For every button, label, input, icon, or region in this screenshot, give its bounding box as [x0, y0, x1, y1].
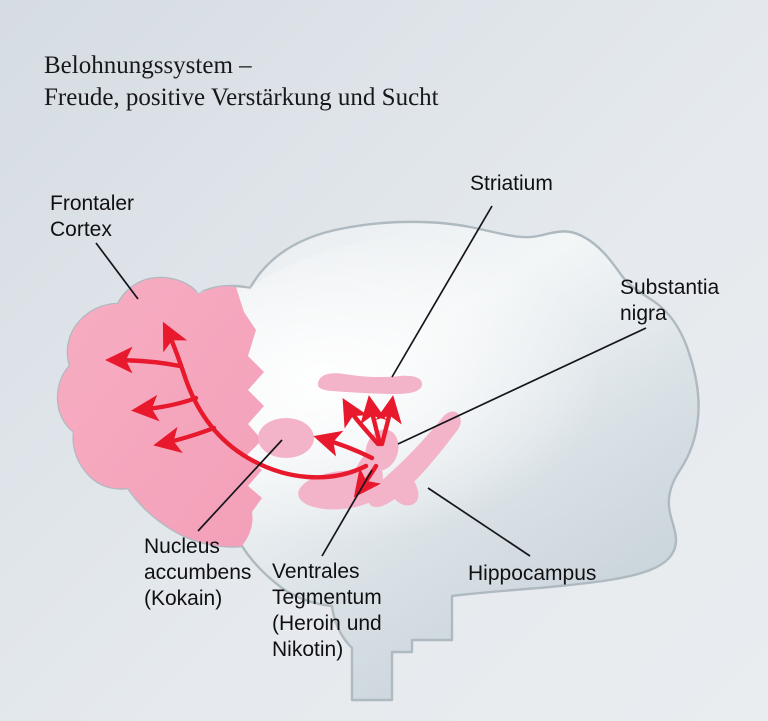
leader-lines [95, 205, 647, 557]
pathway-vta-to-accumbens [313, 430, 375, 461]
frontal-cortex-region [58, 278, 264, 547]
pathway-sn-to-striatum-right [375, 395, 402, 447]
label-substantia-nigra-line-1: Substantia [620, 276, 720, 299]
pathway-vta-to-cortex-trunk [162, 321, 369, 480]
leader-ventrales-tegmentum [321, 469, 373, 557]
pathway-cortex-branch-upper [105, 346, 183, 374]
dopamine-pathways [105, 321, 402, 498]
anatomy-labels: Frontaler Cortex Striatium Substantia ni… [50, 172, 720, 661]
label-nucleus-accumbens-line-2: accumbens [144, 561, 251, 584]
label-ventrales-tegmentum: Ventrales Tegmentum (Heroin und Nikotin) [272, 560, 382, 661]
label-substantia-nigra-line-2: nigra [620, 302, 667, 325]
leader-frontaler-cortex [95, 242, 139, 300]
striatum-shape [317, 373, 422, 394]
label-frontaler-cortex: Frontaler Cortex [50, 192, 134, 241]
label-hippocampus: Hippocampus [468, 562, 596, 585]
label-frontaler-cortex-line-2: Cortex [50, 218, 112, 241]
pathway-cortex-branch-middle [131, 394, 199, 422]
label-ventrales-tegmentum-line-3: (Heroin und [272, 612, 382, 635]
label-substantia-nigra: Substantia nigra [620, 276, 720, 325]
label-ventrales-tegmentum-line-4: Nikotin) [272, 638, 343, 661]
label-ventrales-tegmentum-line-1: Ventrales [272, 560, 360, 583]
leader-nucleus-accumbens [197, 439, 283, 532]
nucleus-accumbens-shape [258, 418, 314, 458]
frontal-cortex-shape [58, 278, 264, 547]
leader-substantia-nigra [397, 327, 647, 445]
hippocampus-tail-shape [390, 470, 419, 506]
label-striatum-line-1: Striatium [470, 172, 553, 195]
label-hippocampus-line-1: Hippocampus [468, 562, 596, 585]
label-nucleus-accumbens: Nucleus accumbens (Kokain) [144, 535, 251, 610]
pathway-sn-to-striatum-center [360, 395, 387, 447]
label-nucleus-accumbens-line-1: Nucleus [144, 535, 220, 558]
leader-hippocampus [427, 487, 531, 557]
figure-title: Belohnungssystem – Freude, positive Vers… [44, 52, 439, 111]
label-frontaler-cortex-line-1: Frontaler [50, 192, 134, 215]
label-striatum: Striatium [470, 172, 553, 195]
pathway-cortex-branch-lower [153, 425, 217, 454]
label-ventrales-tegmentum-line-2: Tegmentum [272, 586, 382, 609]
leader-striatum [391, 205, 493, 378]
label-nucleus-accumbens-line-3: (Kokain) [144, 587, 222, 610]
title-line-2: Freude, positive Verstärkung und Sucht [44, 84, 439, 111]
title-line-1: Belohnungssystem – [44, 52, 252, 79]
